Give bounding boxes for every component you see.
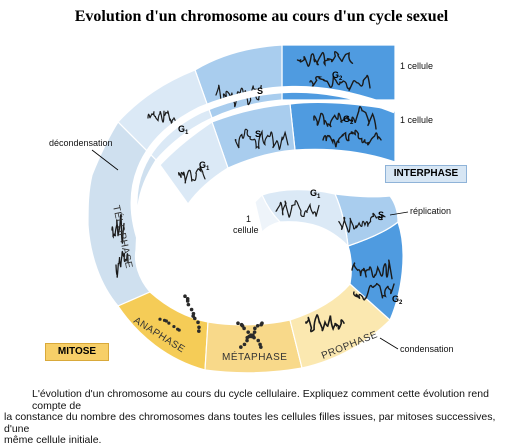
spiral-gap [130,85,397,252]
chromosome-inner-g2b [352,282,395,301]
mitose-label-box: MITOSE [45,343,109,361]
figure-caption: L'évolution d'un chromosome au cours du … [4,388,519,447]
caption-line-3: même cellule initiale. [4,434,102,446]
chromosome-telophase-b [115,250,129,278]
cycle-segments [87,44,404,374]
label-layer: 1 cellule 1 cellule 1 cellule décondensa… [49,61,454,363]
label-1-cellule-inner-a: 1 [246,214,251,224]
interphase-label-box: INTERPHASE [385,165,467,183]
chromosome-inner-g1 [275,200,320,218]
label-1-cellule-inner-b: cellule [233,225,259,235]
chromosome-mid-s [234,128,289,150]
replication-pointer [389,211,409,216]
stage-g2-mid: G2 [343,114,354,126]
phase-metaphase: MÉTAPHASE [222,350,287,363]
chromosome-outer-g1 [147,110,177,126]
interphase-label: INTERPHASE [393,168,459,179]
stage-s-inner: S [378,210,384,220]
band-mid-g2 [289,101,396,163]
mitose-label: MITOSE [57,346,97,357]
decondensation-pointer [91,149,119,171]
chromosome-inner-g2a [351,259,393,280]
chromosome-mid-g2b [322,129,382,148]
chromosome-mid-g2a [313,106,377,130]
page-title: Evolution d'un chromosome au cours d'un … [74,8,449,25]
chromosome-drawings [111,50,395,349]
band-mid-s [211,103,296,169]
phase-telophase: TÉLOPHASE [110,204,136,270]
stage-g2-inner: G2 [392,294,403,306]
caption-line-1: L'évolution d'un chromosome au cours du … [32,388,489,412]
label-replication: réplication [410,206,451,216]
chromosome-outer-g2a [296,50,354,67]
chromosome-metaphase-b [239,321,264,349]
chromosome-telophase-a [111,214,125,244]
spiral-diagram [87,44,404,374]
condensation-pointer [379,337,399,350]
chromosome-anaphase-b [158,317,181,332]
stage-g1-mid: G1 [199,160,210,172]
chromosome-prophase [305,314,345,333]
label-condensation: condensation [400,344,454,354]
phase-anaphase: ANAPHASE [131,315,186,355]
label-1-cellule-mid: 1 cellule [400,115,433,125]
stage-s-mid: S [255,129,261,139]
stage-g2-outer: G2 [332,70,343,82]
chromosome-inner-s [338,212,386,233]
chromosome-anaphase-a [183,294,201,333]
label-1-cellule-top: 1 cellule [400,61,433,71]
phase-prophase: PROPHASE [320,329,379,362]
stage-g1-inner: G1 [310,188,321,200]
stage-s-outer: S [257,86,263,96]
band-outer-s [194,44,283,119]
band-inner-start [254,193,282,234]
chromosome-outer-g2b [309,74,371,91]
stage-g1-outer: G1 [178,124,189,136]
band-mid-g1 [159,121,229,206]
label-decondensation: décondensation [49,138,113,148]
chromosome-mid-g1 [178,166,206,184]
caption-line-2: la constance du nombre des chromosomes d… [4,411,496,435]
cycle-diagram: Evolution d'un chromosome au cours d'un … [4,8,495,446]
